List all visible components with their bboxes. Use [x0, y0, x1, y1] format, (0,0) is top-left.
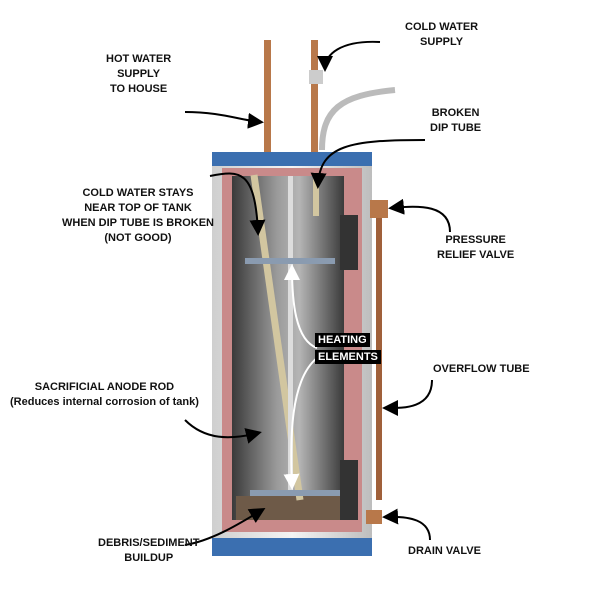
label-line: TO HOUSE: [109, 83, 168, 95]
label-line: HEATING: [315, 333, 370, 347]
label-line: BUILDUP: [124, 552, 174, 564]
label-line: PRESSURE: [445, 234, 506, 246]
label-line: WHEN DIP TUBE IS BROKEN: [62, 217, 214, 229]
label-line: SUPPLY: [117, 68, 161, 80]
label-cold-water-stays: COLD WATER STAYS NEAR TOP OF TANK WHEN D…: [62, 186, 214, 246]
label-line: COLD WATER STAYS: [82, 187, 194, 199]
hot-water-pipe: [264, 40, 271, 158]
upper-heating-element: [245, 258, 335, 264]
label-line: SUPPLY: [420, 36, 464, 48]
label-line: DEBRIS/SEDIMENT: [98, 537, 200, 549]
label-line: COLD WATER: [405, 21, 479, 33]
tank-bottom-rim: [212, 538, 372, 556]
label-sediment: DEBRIS/SEDIMENT BUILDUP: [98, 536, 199, 566]
label-line: (Reduces internal corrosion of tank): [10, 396, 199, 408]
drain-valve-body: [366, 510, 382, 524]
anode-rod: [288, 176, 293, 496]
label-drain-valve: DRAIN VALVE: [408, 545, 481, 557]
label-cold-water-supply: COLD WATER SUPPLY: [405, 20, 478, 50]
label-line: DIP TUBE: [430, 122, 482, 134]
label-line: NEAR TOP OF TANK: [84, 202, 192, 214]
label-anode-rod: SACRIFICIAL ANODE ROD (Reduces internal …: [10, 380, 199, 410]
pressure-relief-valve-body: [370, 200, 388, 218]
label-pressure-relief-valve: PRESSURE RELIEF VALVE: [437, 233, 514, 263]
label-broken-dip-tube: BROKEN DIP TUBE: [430, 106, 481, 136]
label-hot-water-supply: HOT WATER SUPPLY TO HOUSE: [106, 52, 171, 97]
label-line: BROKEN: [431, 107, 480, 119]
flex-hose: [319, 87, 396, 151]
label-line: RELIEF VALVE: [437, 249, 515, 261]
cold-water-pipe: [311, 40, 318, 158]
label-line: ELEMENTS: [315, 350, 381, 364]
label-heating-elements: HEATING ELEMENTS: [315, 333, 381, 365]
tank-top-rim: [212, 152, 372, 166]
label-overflow-tube: OVERFLOW TUBE: [433, 363, 530, 375]
lower-heating-element: [250, 490, 340, 496]
label-line: HOT WATER: [106, 53, 172, 65]
label-line: SACRIFICIAL ANODE ROD: [34, 381, 175, 393]
label-line: (NOT GOOD): [104, 232, 172, 244]
